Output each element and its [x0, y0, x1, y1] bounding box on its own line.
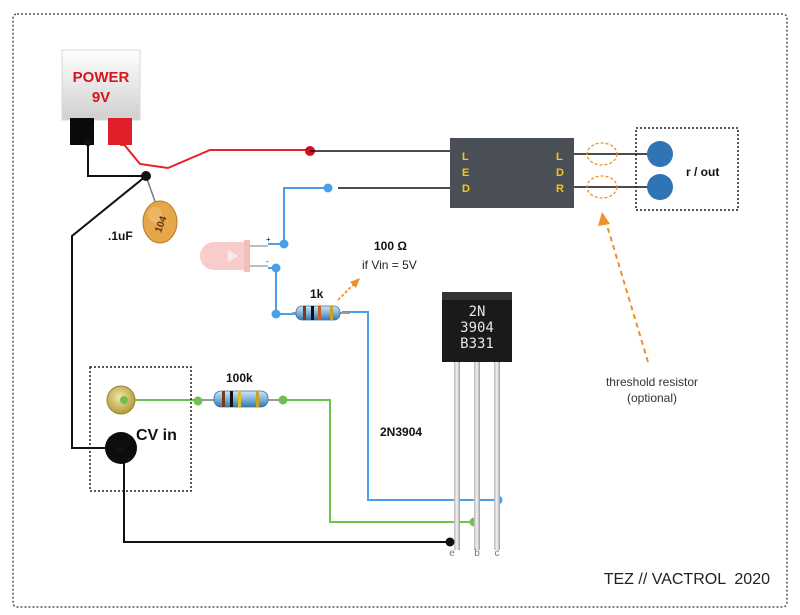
resistor-100k — [200, 390, 282, 408]
blue-joint-2 — [279, 239, 289, 249]
led-pin-plus: + — [266, 235, 271, 244]
ceramic-capacitor: 104 — [142, 200, 178, 244]
positive-post-joint — [118, 138, 126, 146]
transistor-marking-1: 2N — [469, 304, 486, 320]
resistor-100k-label: 100k — [226, 371, 253, 385]
green-wire-base — [282, 399, 474, 523]
transistor-label: 2N3904 — [380, 425, 422, 439]
pin-label-e: e — [449, 548, 455, 559]
power-connector: POWER 9V — [61, 49, 141, 145]
threshold-placeholder-bottom — [586, 175, 618, 199]
threshold-arrow — [605, 221, 649, 363]
led-letter-l: L — [462, 151, 469, 163]
red-wire — [121, 141, 310, 170]
ldr-letter-d: D — [556, 167, 564, 179]
blue-wire-collector — [342, 311, 498, 501]
resistor-1k-label: 1k — [310, 287, 324, 301]
alt-value-arrow-head — [350, 278, 360, 288]
transistor-marking-3: B331 — [460, 336, 494, 352]
threshold-line-1: threshold resistor — [606, 375, 698, 389]
cv-in-label: CV in — [136, 427, 177, 444]
green-joint-2 — [193, 396, 203, 406]
ldr-letter-r: R — [556, 183, 564, 195]
outer-frame — [12, 13, 788, 608]
resistor-alt-condition: if Vin = 5V — [362, 258, 417, 272]
ground-joint — [141, 171, 151, 181]
vactrol-body: L E D L D R — [450, 138, 574, 208]
led-pin-minus: - — [266, 257, 269, 266]
cv-in-box — [89, 366, 192, 492]
cv-in-tip-joint — [120, 396, 128, 404]
threshold-line-2: (optional) — [627, 391, 677, 405]
pin-label-c: c — [495, 548, 500, 559]
pin-label-b: b — [474, 548, 480, 559]
blue-wire-led-plus — [268, 187, 328, 245]
cv-in-sleeve-joint — [116, 445, 124, 453]
resistor-alt-value: 100 Ω — [374, 239, 407, 253]
threshold-placeholder-top — [586, 142, 618, 166]
blue-joint-4 — [271, 309, 281, 319]
led-letter-d: D — [462, 183, 470, 195]
ldr-letter-l: L — [556, 151, 563, 163]
power-voltage: 9V — [92, 89, 110, 106]
black-wire-ground — [87, 142, 146, 177]
credit-text: TEZ // VACTROL 2020 — [604, 571, 770, 588]
red-led — [200, 240, 268, 272]
green-joint-3 — [278, 395, 288, 405]
ground-post-joint — [84, 138, 92, 146]
alt-value-arrow — [337, 283, 355, 301]
blue-joint-3 — [271, 263, 281, 273]
output-jack-top — [647, 141, 673, 167]
power-title: POWER — [73, 69, 130, 86]
output-jack-bottom — [647, 174, 673, 200]
resistor-1k — [292, 305, 350, 321]
threshold-arrow-head — [598, 212, 610, 226]
transistor-marking-2: 3904 — [460, 320, 494, 336]
output-label: r / out — [686, 165, 719, 179]
black-wire-to-cv — [71, 175, 147, 449]
blue-wire-led-minus — [268, 267, 296, 315]
capacitor-label: .1uF — [108, 229, 133, 243]
black-wire-emitter — [123, 452, 450, 543]
led-letter-e: E — [462, 167, 469, 179]
emitter-joint — [445, 537, 455, 547]
transistor-2n3904: 2N 3904 B331 — [442, 292, 512, 550]
blue-joint-1 — [323, 183, 333, 193]
